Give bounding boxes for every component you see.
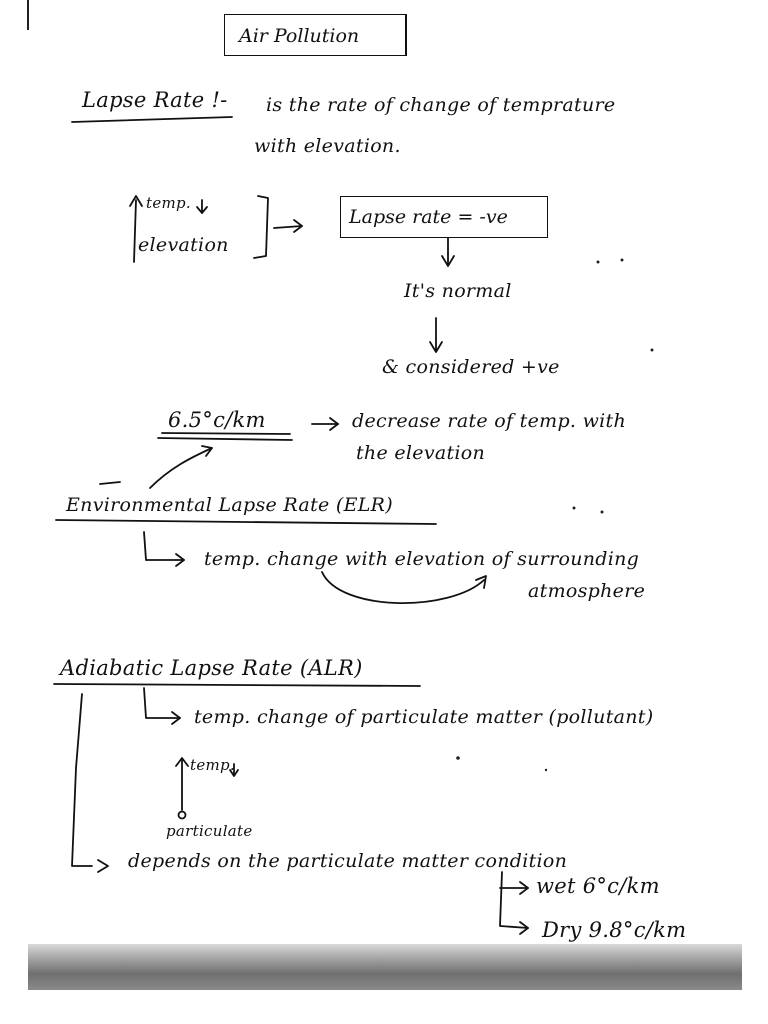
particulate-dot	[177, 810, 187, 820]
diagram-bracket	[253, 195, 269, 259]
dry-arrowhead	[519, 921, 529, 935]
diagram-temp-label: temp.	[146, 194, 191, 212]
rate-value: 6.5°c/km	[168, 408, 266, 432]
elr-heading-overline	[99, 481, 121, 485]
normal-down-arrowhead	[429, 341, 443, 353]
elevation-vertical-line	[133, 199, 137, 263]
rate-desc-line1: decrease rate of temp. with	[352, 410, 627, 432]
alr-long-bracket	[71, 693, 93, 867]
elr-heading: Environmental Lapse Rate (ELR)	[66, 494, 393, 516]
alr-temp-label: temp.	[190, 756, 235, 774]
alr-depends-text: depends on the particulate matter condit…	[128, 850, 568, 872]
rate-underline-2	[157, 437, 293, 441]
title-box: Air Pollution	[224, 14, 407, 56]
bracket-arrow-shaft	[273, 225, 303, 229]
rate-desc-line2: the elevation	[356, 442, 486, 464]
alr-heading-underline	[53, 683, 421, 687]
alr-depends-arrowhead	[97, 859, 109, 873]
elr-heading-underline	[55, 519, 437, 525]
box-down-arrowhead	[441, 255, 455, 267]
elr-desc-arrowhead	[175, 553, 185, 567]
elr-desc-line2: atmosphere	[528, 580, 646, 602]
elr-desc-arrow	[143, 531, 185, 561]
elr-desc-line1: temp. change with elevation of surroundi…	[204, 548, 640, 570]
elr-to-rate-arrow	[149, 447, 213, 489]
temp-down-arrowhead	[196, 206, 208, 214]
page-edge-line	[27, 0, 29, 30]
wet-dry-bracket	[499, 871, 529, 929]
lapse-rate-box: Lapse rate = -ve	[340, 196, 548, 238]
alr-wet-text: wet 6°c/km	[536, 874, 660, 898]
normal-text: It's normal	[404, 280, 512, 302]
alr-desc-arrow	[143, 687, 181, 719]
elr-curve-arrow	[321, 571, 485, 604]
lapse-rate-heading: Lapse Rate !-	[82, 88, 228, 112]
particulate-up-arrowhead	[175, 757, 189, 767]
alr-particulate-label: particulate	[166, 822, 253, 840]
alr-desc-arrowhead	[171, 711, 181, 725]
temp-up-arrowhead	[129, 195, 143, 207]
scan-shadow	[28, 944, 742, 990]
alr-dry-text: Dry 9.8°c/km	[542, 918, 687, 942]
lapse-rate-heading-underline	[71, 116, 233, 123]
rate-underline-1	[161, 432, 291, 435]
lapse-rate-box-text: Lapse rate = -ve	[349, 206, 508, 228]
alr-desc: temp. change of particulate matter (poll…	[194, 706, 654, 728]
elr-to-rate-arrowhead	[201, 445, 213, 457]
stray-marks	[456, 258, 654, 772]
bracket-arrowhead	[293, 219, 303, 233]
lapse-rate-definition-line2: with elevation.	[254, 135, 401, 157]
elr-curve-arrowhead	[475, 575, 487, 589]
wet-arrowhead	[519, 881, 529, 895]
rate-arrowhead	[329, 417, 339, 431]
diagram-elevation-label: elevation	[138, 234, 229, 256]
lapse-rate-definition-line1: is the rate of change of temprature	[266, 94, 616, 116]
considered-text: & considered +ve	[382, 356, 560, 378]
page-title: Air Pollution	[239, 25, 360, 47]
alr-heading: Adiabatic Lapse Rate (ALR)	[60, 656, 363, 680]
